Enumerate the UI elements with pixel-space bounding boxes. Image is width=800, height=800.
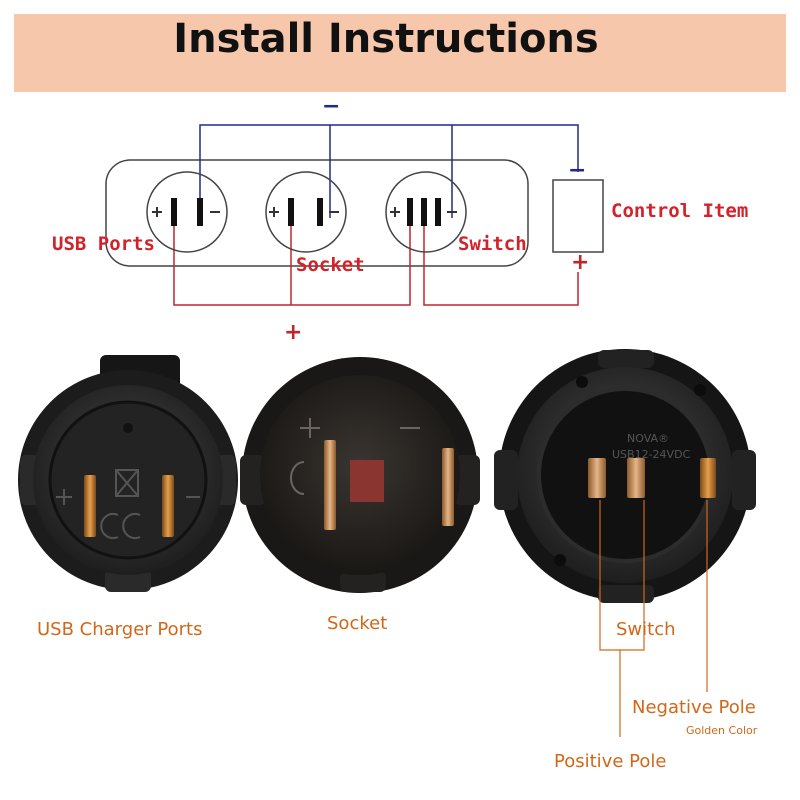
usb-ports-label: USB Ports xyxy=(52,233,155,255)
golden-color-label: Golden Color xyxy=(686,724,758,737)
socket-photo-label: Socket xyxy=(327,613,388,634)
title-banner xyxy=(14,14,786,92)
control-plus-sign: + xyxy=(571,250,590,275)
control-minus-sign: − xyxy=(568,158,587,183)
usb-negative-terminal xyxy=(197,198,203,226)
negative-sign: − xyxy=(322,94,341,119)
usb-port-circle xyxy=(146,171,228,253)
pole-pointer-lines xyxy=(599,500,708,737)
control-item-label: Control Item xyxy=(611,200,749,222)
switch-rating-mark: USB12-24VDC xyxy=(612,448,691,461)
control-item-box xyxy=(552,179,604,253)
socket-negative-terminal xyxy=(317,198,323,226)
socket-label: Socket xyxy=(296,254,365,276)
switch-terminal-3 xyxy=(435,198,441,226)
positive-wire xyxy=(173,218,579,306)
negative-wire xyxy=(199,124,579,218)
switch-photo-label: Switch xyxy=(616,619,676,640)
socket-positive-terminal xyxy=(288,198,294,226)
usb-positive-terminal xyxy=(171,198,177,226)
terminal-sign-marks xyxy=(152,207,457,217)
switch-label: Switch xyxy=(458,233,527,255)
switch-circle xyxy=(385,171,467,253)
switch-panel-outline xyxy=(105,159,529,267)
page-title: Install Instructions xyxy=(173,16,599,62)
usb-charger-photo xyxy=(18,355,238,592)
switch-photo: NOVA® USB12-24VDC xyxy=(494,349,756,603)
socket-circle xyxy=(265,171,347,253)
switch-brand-mark: NOVA® xyxy=(627,432,669,445)
switch-terminal-2 xyxy=(421,198,427,226)
negative-pole-label: Negative Pole xyxy=(632,697,756,718)
usb-charger-ports-label: USB Charger Ports xyxy=(37,619,203,640)
wiring-diagram xyxy=(105,124,604,306)
positive-sign: + xyxy=(284,320,303,345)
switch-terminal-1 xyxy=(407,198,413,226)
product-photos: NOVA® USB12-24VDC xyxy=(18,349,756,737)
socket-photo xyxy=(240,357,480,593)
positive-pole-label: Positive Pole xyxy=(554,751,667,772)
